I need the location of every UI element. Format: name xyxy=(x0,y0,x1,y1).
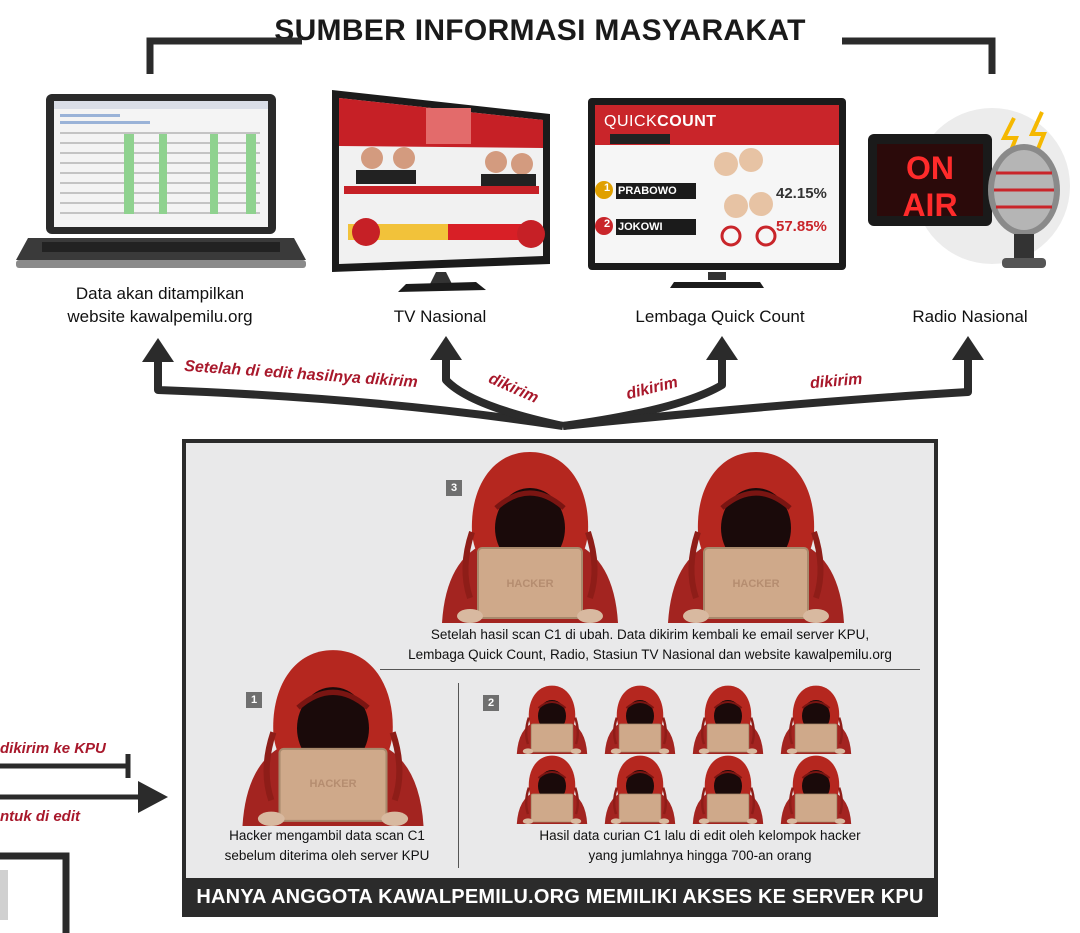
title-bracket xyxy=(146,37,996,74)
source-label-tv: TV Nasional xyxy=(393,307,487,326)
source-label-website-line1: Data akan ditampilkan xyxy=(75,284,245,303)
monitor-icon xyxy=(588,98,846,288)
step-1-caption-line1: Hacker mengambil data scan C1 xyxy=(229,828,425,843)
left-label-sent-to-kpu: dikirim ke KPU xyxy=(0,740,106,757)
on-air-microphone-icon xyxy=(868,108,1070,268)
hacker-figure-2-6 xyxy=(603,754,677,824)
left-flow-arrows xyxy=(0,754,168,933)
candidate-2-percent: 57.85% xyxy=(776,218,827,235)
hacker-laptop-text-3a: HACKER xyxy=(506,578,554,590)
candidate-1-percent: 42.15% xyxy=(776,185,827,202)
tv-icon xyxy=(332,90,550,292)
hacker-figure-2-2 xyxy=(603,684,677,754)
candidate-1-name: PRABOWO xyxy=(618,185,677,197)
hacker-figure-2-8 xyxy=(779,754,853,824)
hacker-figure-3a xyxy=(430,448,630,623)
quick-count-header-bold: COUNT xyxy=(657,113,717,130)
hacker-laptop-text-1: HACKER xyxy=(309,778,357,790)
panel-footer: HANYA ANGGOTA KAWALPEMILU.ORG MEMILIKI A… xyxy=(182,878,938,917)
step-3-badge: 3 xyxy=(446,480,462,496)
candidate-2-name: JOKOWI xyxy=(618,221,663,233)
step-2-caption-line2: yang jumlahnya hingga 700-an orang xyxy=(588,848,812,863)
quick-count-header-light: QUICK xyxy=(604,113,658,130)
step-1-caption-line2: sebelum diterima oleh server KPU xyxy=(224,848,430,863)
step-divider-vertical xyxy=(458,683,459,868)
laptop-icon xyxy=(16,94,306,268)
hacker-figure-3b xyxy=(656,448,856,623)
quick-count-header: QUICKCOUNT xyxy=(604,113,717,131)
hacker-laptop-text-3b: HACKER xyxy=(732,578,780,590)
step-3-caption-line1: Setelah hasil scan C1 di ubah. Data diki… xyxy=(430,627,870,642)
step-2-badge: 2 xyxy=(483,695,499,711)
step-1-caption: Hacker mengambil data scan C1 sebelum di… xyxy=(196,826,458,866)
hacker-figure-2-4 xyxy=(779,684,853,754)
distribution-arrows xyxy=(142,336,984,430)
left-label-to-edit: ntuk di edit xyxy=(0,808,80,825)
source-label-website-line2: website kawalpemilu.org xyxy=(67,307,253,326)
hacker-figure-1 xyxy=(228,646,438,826)
step-3-caption: Setelah hasil scan C1 di ubah. Data diki… xyxy=(360,625,940,665)
step-1-badge: 1 xyxy=(246,692,262,708)
candidate-2-number: 2 xyxy=(603,218,611,230)
source-label-quick-count: Lembaga Quick Count xyxy=(635,307,805,326)
hacker-figure-2-3 xyxy=(691,684,765,754)
diagram-title: SUMBER INFORMASI MASYARAKAT xyxy=(274,14,806,47)
step-3-caption-line2: Lembaga Quick Count, Radio, Stasiun TV N… xyxy=(408,647,892,662)
on-air-sign: ON AIR xyxy=(902,150,958,223)
step-2-caption: Hasil data curian C1 lalu di edit oleh k… xyxy=(470,826,930,866)
candidate-1-number: 1 xyxy=(603,182,611,194)
step-divider-horizontal xyxy=(380,669,920,670)
source-label-radio: Radio Nasional xyxy=(912,307,1028,326)
step-2-caption-line1: Hasil data curian C1 lalu di edit oleh k… xyxy=(539,828,861,843)
hacker-figure-2-5 xyxy=(515,754,589,824)
source-label-website: Data akan ditampilkan website kawalpemil… xyxy=(10,282,310,328)
hacker-figure-2-1 xyxy=(515,684,589,754)
hacker-figure-2-7 xyxy=(691,754,765,824)
